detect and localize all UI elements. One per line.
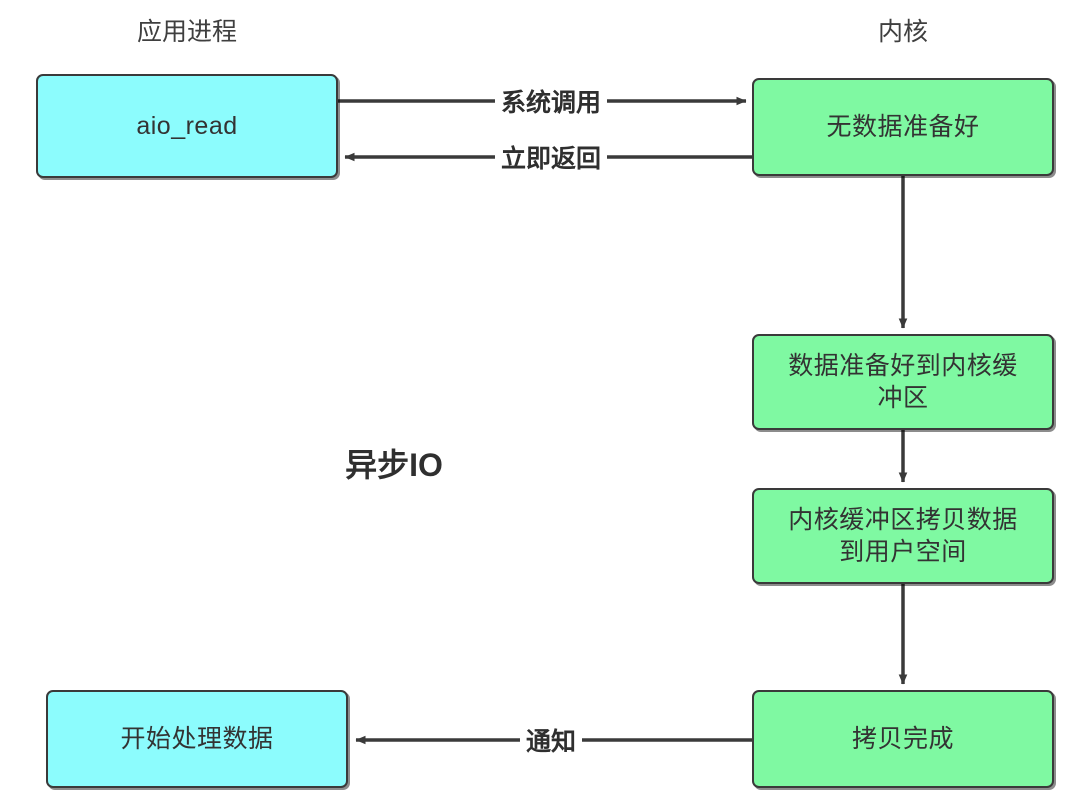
node-label: 拷贝完成 bbox=[851, 724, 954, 753]
node-aio-read[interactable]: aio_read bbox=[36, 74, 338, 178]
edge-label-notify: 通知 bbox=[519, 722, 583, 758]
node-copy-kernel-to-user[interactable]: 内核缓冲区拷贝数据 到用户空间 bbox=[752, 488, 1054, 584]
node-start-processing-data[interactable]: 开始处理数据 bbox=[46, 690, 348, 788]
diagram-title: 异步IO bbox=[345, 447, 443, 483]
column-title-kernel: 内核 bbox=[877, 18, 929, 46]
node-copy-done[interactable]: 拷贝完成 bbox=[752, 690, 1054, 788]
node-label: 无数据准备好 bbox=[826, 112, 980, 141]
edge-label-return-now: 立即返回 bbox=[494, 139, 608, 175]
node-label: 内核缓冲区拷贝数据 到用户空间 bbox=[788, 505, 1018, 567]
node-data-ready-to-kernel-buffer[interactable]: 数据准备好到内核缓 冲区 bbox=[752, 334, 1054, 430]
column-title-app: 应用进程 bbox=[136, 18, 238, 46]
node-label: 开始处理数据 bbox=[120, 724, 274, 753]
edge-label-syscall: 系统调用 bbox=[494, 83, 608, 119]
node-label: aio_read bbox=[136, 111, 238, 140]
node-no-data-ready[interactable]: 无数据准备好 bbox=[752, 78, 1054, 176]
node-label: 数据准备好到内核缓 冲区 bbox=[788, 351, 1018, 413]
